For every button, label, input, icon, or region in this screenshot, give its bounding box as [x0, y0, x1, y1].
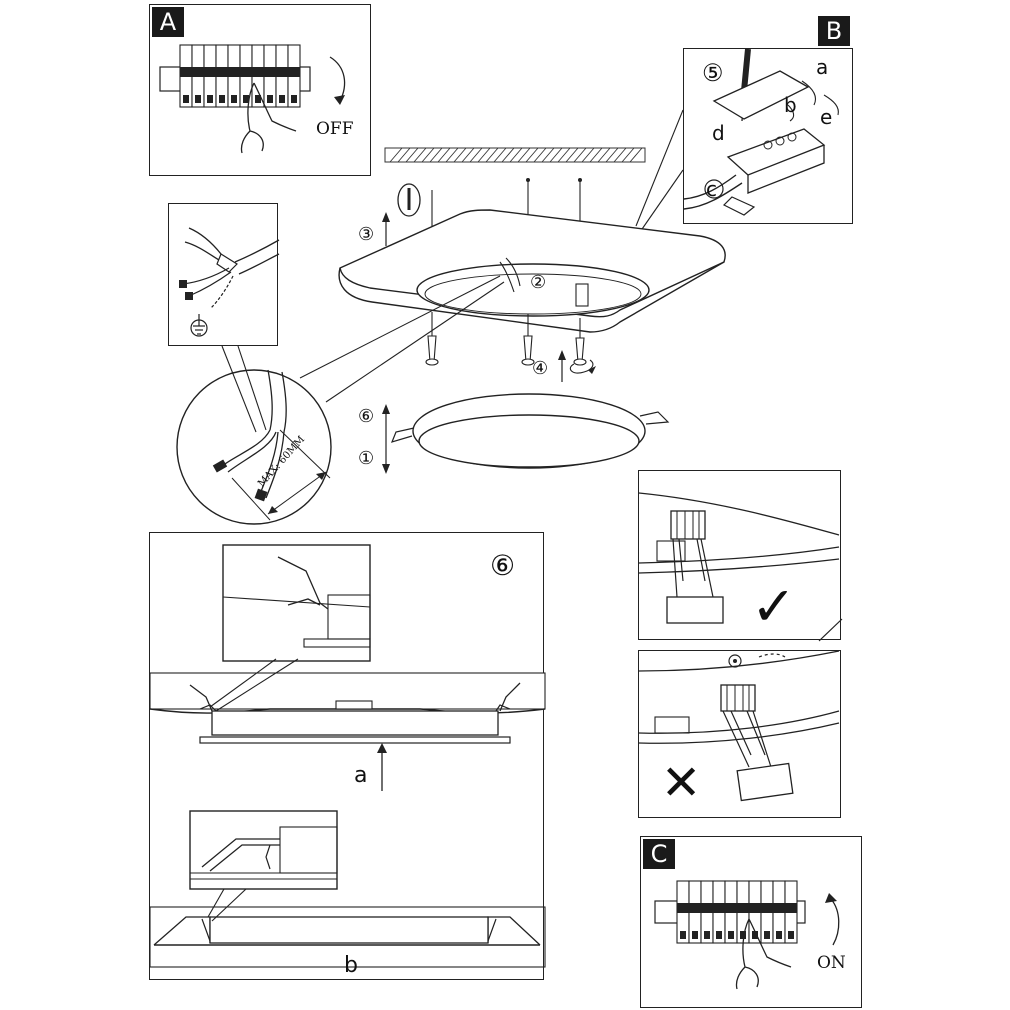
off-label: OFF	[316, 119, 354, 139]
ceiling-hatch	[384, 147, 646, 163]
step-3-label: ③	[358, 224, 375, 245]
screwdriver-icon	[397, 183, 421, 217]
terminal-block-drawing	[683, 48, 839, 216]
panel-c-tag: C	[643, 839, 675, 869]
panel-a-tag: A	[152, 7, 184, 37]
breaker-on-drawing	[654, 880, 840, 990]
label-a: a	[354, 763, 368, 788]
breaker-off-drawing	[159, 44, 346, 154]
panel-a: A OFF	[149, 4, 371, 176]
detail-6-panel: ⑥ a b	[149, 532, 546, 980]
clip-correct-drawing	[638, 492, 843, 642]
clip-install-drawing	[149, 544, 546, 968]
clip-wrong-drawing	[638, 650, 840, 802]
correct-check-icon: ✓	[751, 575, 797, 638]
step-6-label: ⑥	[358, 406, 375, 427]
label-b: b	[344, 953, 358, 978]
round-panel	[412, 393, 646, 469]
clip-correct-panel: ✓	[638, 470, 843, 642]
on-label: ON	[817, 953, 846, 973]
step-2-label: ②	[530, 272, 547, 293]
part-c-label: c	[706, 177, 717, 201]
ground-icon	[190, 314, 208, 337]
wire-stripping-panel	[168, 203, 280, 346]
step-4-label: ④	[532, 358, 549, 379]
step-1-label: ①	[358, 448, 375, 469]
panel-b-tag: B	[818, 16, 850, 46]
panel-b-step: ⑤	[702, 59, 724, 87]
part-a-label: a	[816, 55, 829, 79]
panel-b: ⑤ a b c d e	[683, 48, 853, 224]
pliers-drawing	[179, 227, 280, 337]
part-d-label: d	[712, 121, 725, 145]
clip-wrong-panel: ✕	[638, 650, 841, 818]
wrong-cross-icon: ✕	[661, 755, 702, 811]
detail-6-step: ⑥	[490, 549, 516, 582]
part-e-label: e	[820, 105, 833, 129]
part-b-label: b	[784, 93, 797, 117]
panel-c: C ON	[640, 836, 862, 1008]
